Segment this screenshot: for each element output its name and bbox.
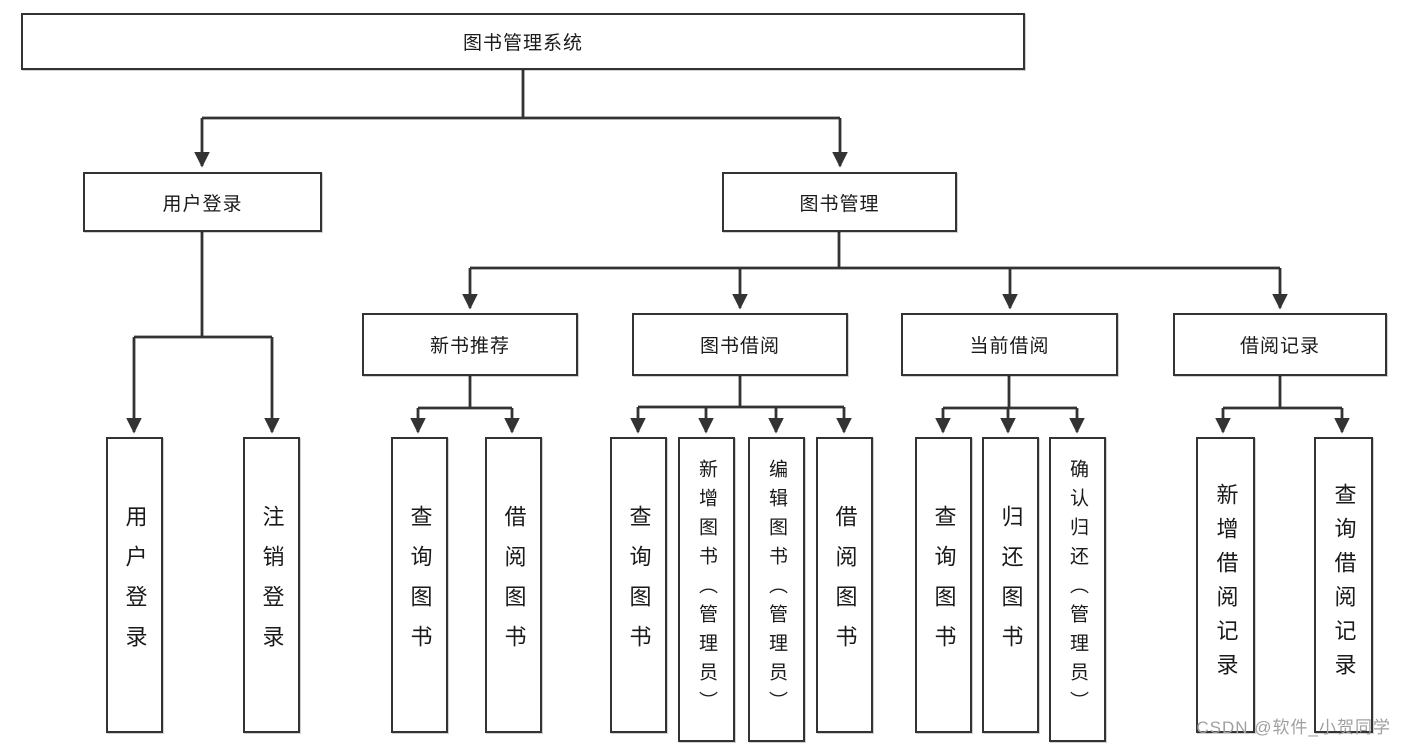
leaf-user-login: 用户登录 — [106, 437, 163, 733]
node-current-borrowing-label: 当前借阅 — [969, 336, 1050, 357]
csdn-watermark: CSDN @软件_小贺同学 — [1196, 718, 1391, 737]
leaf-current-confirm-return-admin: 确认归还（管理员） — [1049, 437, 1106, 742]
leaf-newrec-borrow-books-label: 借阅图书 — [501, 505, 527, 665]
leaf-current-return-books: 归还图书 — [982, 437, 1039, 733]
node-new-book-recommend-label: 新书推荐 — [429, 336, 510, 357]
tree-connectors — [126, 70, 1350, 434]
node-borrow-records: 借阅记录 — [1173, 313, 1387, 376]
leaf-borrow-edit-books-admin: 编辑图书（管理员） — [748, 437, 805, 742]
leaf-logout-label: 注销登录 — [259, 505, 285, 665]
leaf-newrec-query-books-label: 查询图书 — [407, 505, 433, 665]
node-book-management: 图书管理 — [722, 172, 957, 232]
leaf-borrow-add-books-admin-label: 新增图书（管理员） — [696, 459, 717, 720]
node-user-login: 用户登录 — [83, 172, 322, 232]
node-borrow-records-label: 借阅记录 — [1239, 336, 1320, 357]
leaf-current-query-books-label: 查询图书 — [931, 505, 957, 665]
leaf-borrow-add-books-admin: 新增图书（管理员） — [678, 437, 735, 742]
leaf-newrec-borrow-books: 借阅图书 — [485, 437, 542, 733]
leaf-current-confirm-return-admin-label: 确认归还（管理员） — [1067, 459, 1088, 720]
leaf-borrow-query-books-label: 查询图书 — [626, 505, 652, 665]
leaf-current-return-books-label: 归还图书 — [998, 505, 1024, 665]
node-root-system: 图书管理系统 — [21, 13, 1025, 70]
leaf-records-query-record-label: 查询借阅记录 — [1331, 483, 1357, 687]
leaf-records-query-record: 查询借阅记录 — [1314, 437, 1373, 733]
leaf-borrow-borrow-books: 借阅图书 — [816, 437, 873, 733]
node-book-borrowing: 图书借阅 — [632, 313, 848, 376]
node-book-borrowing-label: 图书借阅 — [699, 336, 780, 357]
leaf-current-query-books: 查询图书 — [915, 437, 972, 733]
node-book-management-label: 图书管理 — [799, 193, 880, 215]
leaf-records-add-record-label: 新增借阅记录 — [1213, 483, 1239, 687]
leaf-records-add-record: 新增借阅记录 — [1196, 437, 1255, 733]
node-user-login-label: 用户登录 — [162, 193, 243, 215]
leaf-user-login-label: 用户登录 — [122, 505, 148, 665]
leaf-logout: 注销登录 — [243, 437, 300, 733]
leaf-borrow-query-books: 查询图书 — [610, 437, 667, 733]
node-new-book-recommend: 新书推荐 — [362, 313, 578, 376]
leaf-borrow-edit-books-admin-label: 编辑图书（管理员） — [766, 459, 787, 720]
leaf-newrec-query-books: 查询图书 — [391, 437, 448, 733]
node-current-borrowing: 当前借阅 — [901, 313, 1118, 376]
node-root-label: 图书管理系统 — [462, 33, 583, 54]
leaf-borrow-borrow-books-label: 借阅图书 — [832, 505, 858, 665]
